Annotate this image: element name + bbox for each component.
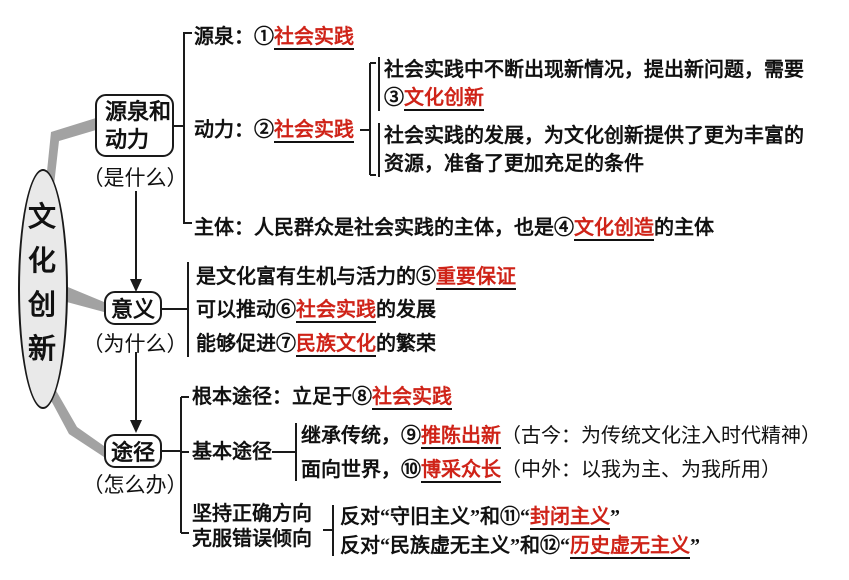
branch-text: 源泉：①	[194, 26, 274, 48]
root-topic-title: 文化创新	[27, 202, 56, 365]
branch-text: 是文化富有生机与活力的⑤	[196, 266, 436, 288]
branch-note: （中外：以我为主、为我所用）	[501, 459, 781, 481]
detail-line: ③文化创新	[384, 84, 804, 112]
branch-text: 的发展	[376, 299, 436, 321]
direction-line: 坚持正确方向	[192, 503, 312, 525]
branch-note: （古今：为传统文化注入时代精神）	[501, 425, 821, 447]
branch-keyword: 民族文化	[296, 333, 376, 357]
oppose-line-2: 反对“民族虚无主义”和⑫“历史虚无主义”	[340, 533, 700, 559]
branch-text: ”	[690, 535, 700, 557]
branch-text: 能够促进⑦	[196, 333, 296, 355]
group2-bracket	[162, 262, 189, 357]
branch-keyword: 社会实践	[296, 299, 376, 323]
basic-approach-line-2: 面向世界，⑩博采众长（中外：以我为主、为我所用）	[301, 457, 781, 483]
significance-line-3: 能够促进⑦民族文化的繁荣	[196, 331, 436, 357]
branch-text: 的繁荣	[376, 333, 436, 355]
branch-keyword: 博采众长	[421, 459, 501, 483]
branch-power-detail-2: 社会实践的发展，为文化创新提供了更为丰富的 资源，准备了更加充足的条件	[384, 122, 804, 178]
fundamental-approach: 根本途径：立足于⑧社会实践	[192, 384, 452, 410]
direction-line: 克服错误倾向	[192, 528, 312, 550]
root-connector-middle	[63, 285, 104, 312]
branch-text: 可以推动⑥	[196, 299, 296, 321]
node-sub-why: （为什么）	[82, 332, 188, 356]
group3-bracket	[162, 396, 189, 534]
detail-line: 资源，准备了更加充足的条件	[384, 153, 644, 175]
branch-keyword: 社会实践	[274, 119, 354, 143]
significance-line-1: 是文化富有生机与活力的⑤重要保证	[196, 264, 516, 290]
branch-text: 继承传统，⑨	[301, 425, 421, 447]
node-label: 意义	[110, 297, 155, 322]
branch-keyword: 推陈出新	[421, 425, 501, 449]
branch-text: 面向世界，⑩	[301, 459, 421, 481]
node-approach: 途径	[104, 434, 162, 468]
root-connector-top	[45, 118, 96, 194]
detail-line: 社会实践中不断出现新情况，提出新问题，需要	[384, 59, 804, 81]
group3-jiben-sub-bracket	[272, 423, 297, 481]
group1-bracket	[173, 32, 192, 224]
branch-power: 动力：②社会实践	[194, 117, 354, 143]
significance-line-2: 可以推动⑥社会实践的发展	[196, 297, 436, 323]
branch-text: ”	[610, 506, 620, 528]
node-label: 途径	[110, 440, 155, 465]
direction-label: 坚持正确方向 克服错误倾向	[192, 502, 312, 552]
branch-subject: 主体：人民群众是社会实践的主体，也是④文化创造的主体	[194, 215, 714, 241]
arrow-box2-to-box3	[130, 352, 142, 433]
branch-power-detail-1: 社会实践中不断出现新情况，提出新问题，需要 ③文化创新	[384, 56, 804, 112]
oppose-line-1: 反对“守旧主义”和⑪“封闭主义”	[340, 504, 620, 530]
basic-approach-line-1: 继承传统，⑨推陈出新（古今：为传统文化注入时代精神）	[301, 423, 821, 449]
branch-text: 主体：人民群众是社会实践的主体，也是④	[194, 217, 574, 239]
branch-keyword: 历史虚无主义	[570, 535, 690, 559]
branch-text: 反对“守旧主义”和⑪“	[340, 506, 530, 528]
node-source-and-power: 源泉和 动力	[95, 94, 174, 157]
node-label-line1: 源泉和	[105, 99, 172, 124]
branch-text: 动力：②	[194, 119, 274, 141]
node-significance: 意义	[104, 291, 162, 325]
branch-keyword: 社会实践	[274, 26, 354, 50]
branch-keyword: 文化创新	[404, 87, 484, 111]
root-topic-ellipse	[18, 169, 68, 409]
branch-keyword: 社会实践	[372, 386, 452, 410]
node-label-line2: 动力	[105, 127, 150, 152]
branch-text: 的主体	[654, 217, 714, 239]
detail-line: 社会实践的发展，为文化创新提供了更为丰富的	[384, 125, 804, 147]
node-sub-what: （是什么）	[82, 166, 188, 190]
group3-jianchi-sub-bracket	[323, 505, 334, 556]
branch-keyword: 文化创造	[574, 217, 654, 241]
branch-text: 反对“民族虚无主义”和⑫“	[340, 535, 570, 557]
node-sub-how: （怎么办）	[82, 473, 188, 497]
group1-sub-bracket	[360, 57, 380, 177]
branch-keyword: 重要保证	[436, 266, 516, 290]
detail-text: ③	[384, 87, 404, 109]
branch-keyword: 封闭主义	[530, 506, 610, 530]
branch-source: 源泉：①社会实践	[194, 24, 354, 50]
basic-approach-label: 基本途径	[192, 441, 272, 463]
branch-text: 根本途径：立足于⑧	[192, 386, 372, 408]
root-connector-bottom	[46, 387, 104, 457]
arrow-box1-to-box2	[130, 191, 142, 292]
